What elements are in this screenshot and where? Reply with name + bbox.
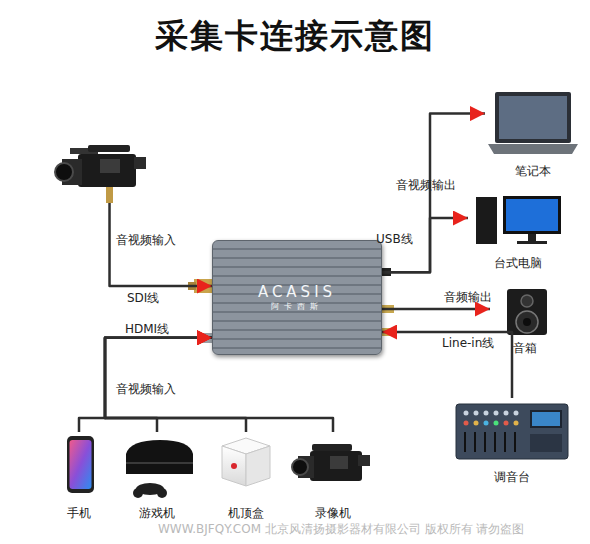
tweeter <box>521 295 533 307</box>
game-console-icon <box>126 440 193 498</box>
mixer-screen <box>532 412 560 426</box>
knob <box>514 411 519 416</box>
camcorder-icon <box>55 145 146 203</box>
fader-slot <box>474 432 476 452</box>
recorder-screen <box>330 456 348 469</box>
controller-grip <box>133 488 143 498</box>
camcorder-lens <box>55 163 73 181</box>
console-node: 游戏机 <box>118 432 196 520</box>
woofer <box>516 311 538 333</box>
knob <box>464 421 469 426</box>
fader-slot <box>514 432 516 452</box>
camcorder-handle <box>88 145 130 152</box>
set-top-box-node: 机顶盒 <box>206 432 286 520</box>
desktop-node: 台式电脑 <box>468 190 568 270</box>
watermark: WWW.BJFQY.COM 北京风清扬摄影器材有限公司 版权所有 请勿盗图 <box>158 522 525 536</box>
woofer-cap <box>523 318 531 326</box>
desktop-icon <box>476 196 561 244</box>
laptop-node: 笔记本 <box>485 86 580 178</box>
cable-label: USB线 <box>376 232 413 246</box>
node-label: 手机 <box>67 506 91 520</box>
camcorder-body <box>78 154 136 187</box>
phone-body <box>67 436 94 493</box>
camcorder-node <box>58 135 150 203</box>
node-label: 音箱 <box>513 341 537 355</box>
recorder-viewfinder <box>358 455 370 466</box>
speaker-node: 音箱 <box>490 285 560 355</box>
monitor <box>503 196 561 234</box>
recorder-lens <box>292 459 308 475</box>
node-label: 调音台 <box>494 470 530 484</box>
phone-icon <box>67 436 94 493</box>
cable-label: 音频输出 <box>444 290 492 304</box>
mixer-panel <box>530 434 562 452</box>
diagram-title: 采集卡连接示意图 <box>0 14 590 59</box>
console-line <box>126 462 193 464</box>
knob <box>494 421 499 426</box>
signal-label: 音视频输入 <box>116 233 176 247</box>
node-sublabel: 阿卡西斯 <box>271 302 323 312</box>
camcorder-screen <box>100 159 120 173</box>
recorder-body <box>310 451 362 481</box>
cable-connector <box>382 308 490 311</box>
phone-screen <box>70 440 92 489</box>
node-label: 台式电脑 <box>494 256 542 270</box>
laptop-lid <box>495 92 571 143</box>
node-label: 录像机 <box>315 506 351 520</box>
stb-logo <box>231 463 237 469</box>
fader-slot <box>504 432 506 452</box>
mixer-display <box>530 410 562 428</box>
laptop-screen <box>499 96 567 139</box>
knob <box>464 411 469 416</box>
phone-node: 手机 <box>48 432 110 520</box>
fader-slot <box>494 432 496 452</box>
mixer-icon <box>456 404 568 459</box>
cable-label: HDMI线 <box>125 322 169 336</box>
monitor-base <box>517 241 547 244</box>
laptop-icon <box>488 92 578 154</box>
knob <box>484 411 489 416</box>
cable-connector <box>382 114 485 273</box>
cable-label: SDI线 <box>127 291 159 305</box>
console-body <box>126 440 193 474</box>
speaker-cabinet <box>507 289 547 335</box>
signal-label: 音视频输入 <box>116 382 176 396</box>
knob <box>494 411 499 416</box>
mixer-body <box>456 404 568 459</box>
cable-connector <box>110 203 212 286</box>
monitor-screen <box>506 199 558 231</box>
monitor-stand <box>528 234 536 241</box>
node-label: 游戏机 <box>139 506 175 520</box>
node-label: 笔记本 <box>515 164 551 178</box>
node-label: 机顶盒 <box>228 506 264 520</box>
bnc-plug <box>106 187 113 203</box>
controller-grip <box>157 488 167 498</box>
laptop-base <box>488 144 578 154</box>
recorder-handle <box>312 444 352 451</box>
knob <box>474 411 479 416</box>
set-top-box-icon <box>222 438 270 486</box>
recorder-icon <box>292 444 370 481</box>
knob <box>514 421 519 426</box>
camcorder-viewfinder <box>134 157 146 169</box>
stb-left <box>222 446 246 486</box>
knob <box>504 421 509 426</box>
node-label: ACASIS <box>258 284 336 301</box>
cable-label: Line-in线 <box>442 336 494 350</box>
stb-right <box>246 446 270 486</box>
signal-label: 音视频输出 <box>396 178 456 192</box>
speaker-icon <box>507 289 547 335</box>
fader-slot <box>464 432 466 452</box>
mixer-node: 调音台 <box>448 398 576 484</box>
recorder-node: 录像机 <box>290 432 376 520</box>
fader-slot <box>484 432 486 452</box>
pc-tower <box>476 197 497 244</box>
capture-card: ACASIS阿卡西斯 <box>212 240 382 355</box>
cable-connector <box>382 332 512 398</box>
knob <box>484 421 489 426</box>
knob <box>474 421 479 426</box>
knob <box>504 411 509 416</box>
